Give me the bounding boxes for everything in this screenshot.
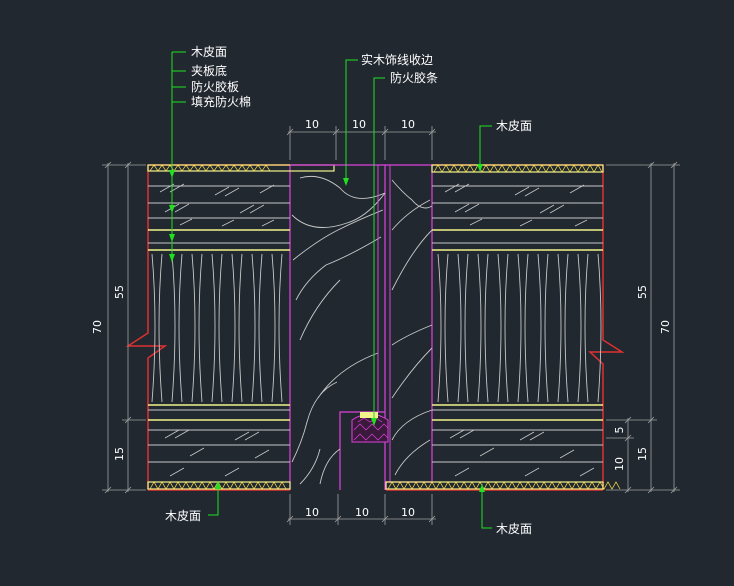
dim-top-mid: 10: [352, 118, 366, 131]
fire-strip: [351, 413, 389, 443]
dim-left-70: 70: [91, 320, 104, 334]
dim-bottom-left: 10: [305, 506, 319, 519]
left-leaf-outline: [125, 164, 290, 491]
dim-bottom-mid: 10: [355, 506, 369, 519]
dim-right-55: 55: [636, 285, 649, 299]
dim-top-left: 10: [305, 118, 319, 131]
dim-right-70: 70: [659, 320, 672, 334]
label-fire-strip: 防火胶条: [390, 70, 438, 85]
right-fill-cotton-hatch: [437, 253, 602, 403]
dim-left-15: 15: [113, 447, 126, 461]
right-door-leaf: [385, 164, 625, 491]
right-leaf-outline: [386, 164, 625, 491]
left-door-leaf: [125, 164, 335, 491]
dim-top-right: 10: [401, 118, 415, 131]
left-top-veneer: [147, 164, 335, 172]
label-veneer-bottom-right: 木皮面: [496, 522, 532, 536]
label-fill-cotton: 填充防火棉: [191, 94, 251, 109]
label-veneer-bottom-left: 木皮面: [165, 509, 201, 523]
dim-right-10: 10: [613, 457, 626, 471]
leader-arrows: [169, 164, 485, 492]
label-plywood-base: 夹板底: [191, 63, 227, 78]
solid-wood-trim: [290, 164, 433, 490]
right-bottom-veneer: [385, 481, 604, 490]
right-top-veneer: [431, 164, 604, 173]
label-veneer-top-left: 木皮面: [191, 45, 227, 59]
leader-lines: [171, 51, 492, 529]
left-fill-cotton-hatch: [151, 253, 283, 403]
label-veneer-top-right: 木皮面: [496, 119, 532, 133]
label-solid-wood-trim: 实木饰线收边: [361, 52, 433, 67]
dimension-lines: [102, 126, 680, 525]
dim-right-5: 5: [613, 427, 626, 434]
left-top-veneer-hatch: [149, 164, 271, 172]
dim-right-15: 15: [636, 447, 649, 461]
dim-left-55: 55: [113, 285, 126, 299]
dim-bottom-right: 10: [401, 506, 415, 519]
label-fire-board: 防火胶板: [191, 79, 239, 94]
trim-wood-grain: [291, 175, 433, 485]
